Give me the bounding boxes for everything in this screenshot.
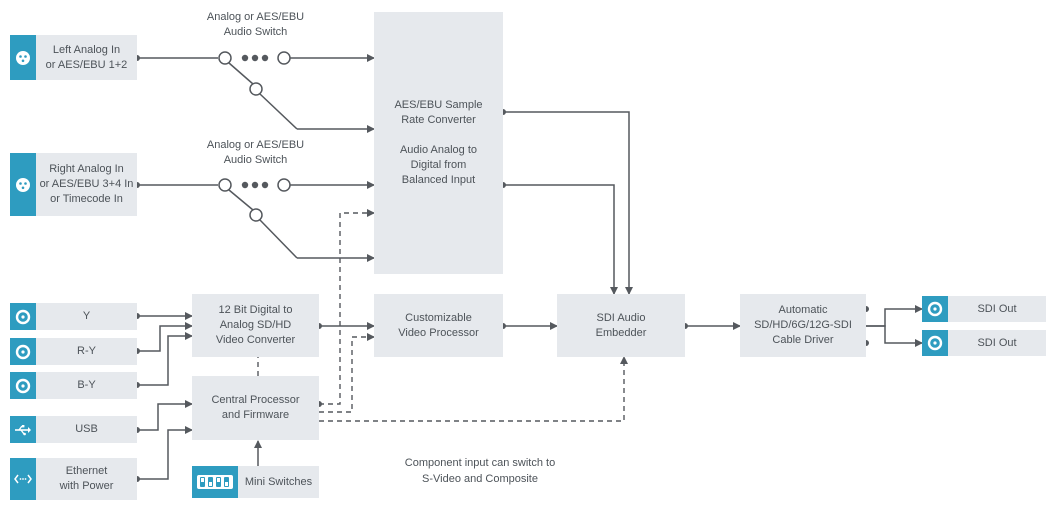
bnc-connector-icon — [10, 303, 36, 330]
input-ethernet-label: Ethernet with Power — [36, 458, 137, 500]
input-y-label: Y — [36, 303, 137, 330]
input-usb: USB — [10, 416, 137, 443]
input-right-analog-label: Right Analog In or AES/EBU 3+4 In or Tim… — [36, 153, 137, 216]
xlr-icon — [10, 35, 36, 80]
bnc-connector-icon — [922, 330, 948, 356]
input-ethernet: Ethernet with Power — [10, 458, 137, 500]
switch-contact — [218, 51, 232, 65]
dip-switch-icon — [192, 466, 238, 498]
output-sdi-1: SDI Out — [922, 296, 1046, 322]
central-processor-block: Central Processor and Firmware — [192, 376, 319, 440]
input-usb-label: USB — [36, 416, 137, 443]
wire-aes-to-embedder — [503, 111, 633, 295]
audio-converter-block: AES/EBU Sample Rate Converter Audio Anal… — [374, 12, 503, 274]
cable-driver-block: Automatic SD/HD/6G/12G-SDI Cable Driver — [740, 294, 866, 357]
control-link-embedder — [319, 356, 628, 422]
xlr-icon — [10, 153, 36, 216]
switch-contact — [218, 178, 232, 192]
bnc-connector-icon — [10, 372, 36, 399]
wire-analog-to-embedder — [503, 184, 618, 295]
switch-contact — [249, 82, 263, 96]
output-sdi-2-label: SDI Out — [948, 330, 1046, 356]
input-left-analog: Left Analog In or AES/EBU 1+2 — [10, 35, 137, 80]
input-b-y-label: B-Y — [36, 372, 137, 399]
control-link-audio — [319, 209, 375, 405]
bnc-connector-icon — [922, 296, 948, 322]
input-y: Y — [10, 303, 137, 330]
input-r-y-label: R-Y — [36, 338, 137, 365]
output-sdi-1-label: SDI Out — [948, 296, 1046, 322]
audio-switch-caption-top: Analog or AES/EBU Audio Switch — [206, 11, 305, 38]
bnc-connector-icon — [10, 338, 36, 365]
video-processor-block: Customizable Video Processor — [374, 294, 503, 357]
video-converter-block: 12 Bit Digital to Analog SD/HD Video Con… — [192, 294, 319, 357]
input-r-y: R-Y — [10, 338, 137, 365]
mini-switches-label: Mini Switches — [238, 466, 319, 498]
wire-switch-to-converter — [259, 93, 298, 130]
input-right-analog: Right Analog In or AES/EBU 3+4 In or Tim… — [10, 153, 137, 216]
audio-switch-caption-middle: Analog or AES/EBU Audio Switch — [206, 139, 305, 166]
ethernet-icon — [10, 458, 36, 500]
footnote: Component input can switch to S-Video an… — [404, 457, 556, 485]
control-link-video — [319, 333, 375, 413]
switch-lever — [228, 62, 254, 85]
usb-icon — [10, 416, 36, 443]
input-left-analog-label: Left Analog In or AES/EBU 1+2 — [36, 35, 137, 80]
audio-embedder-block: SDI Audio Embedder — [557, 294, 685, 357]
input-b-y: B-Y — [10, 372, 137, 399]
mini-switches: Mini Switches — [192, 466, 319, 498]
switch-contact — [277, 51, 291, 65]
output-sdi-2: SDI Out — [922, 330, 1046, 356]
switch-contact — [249, 208, 263, 222]
switch-contact — [277, 178, 291, 192]
